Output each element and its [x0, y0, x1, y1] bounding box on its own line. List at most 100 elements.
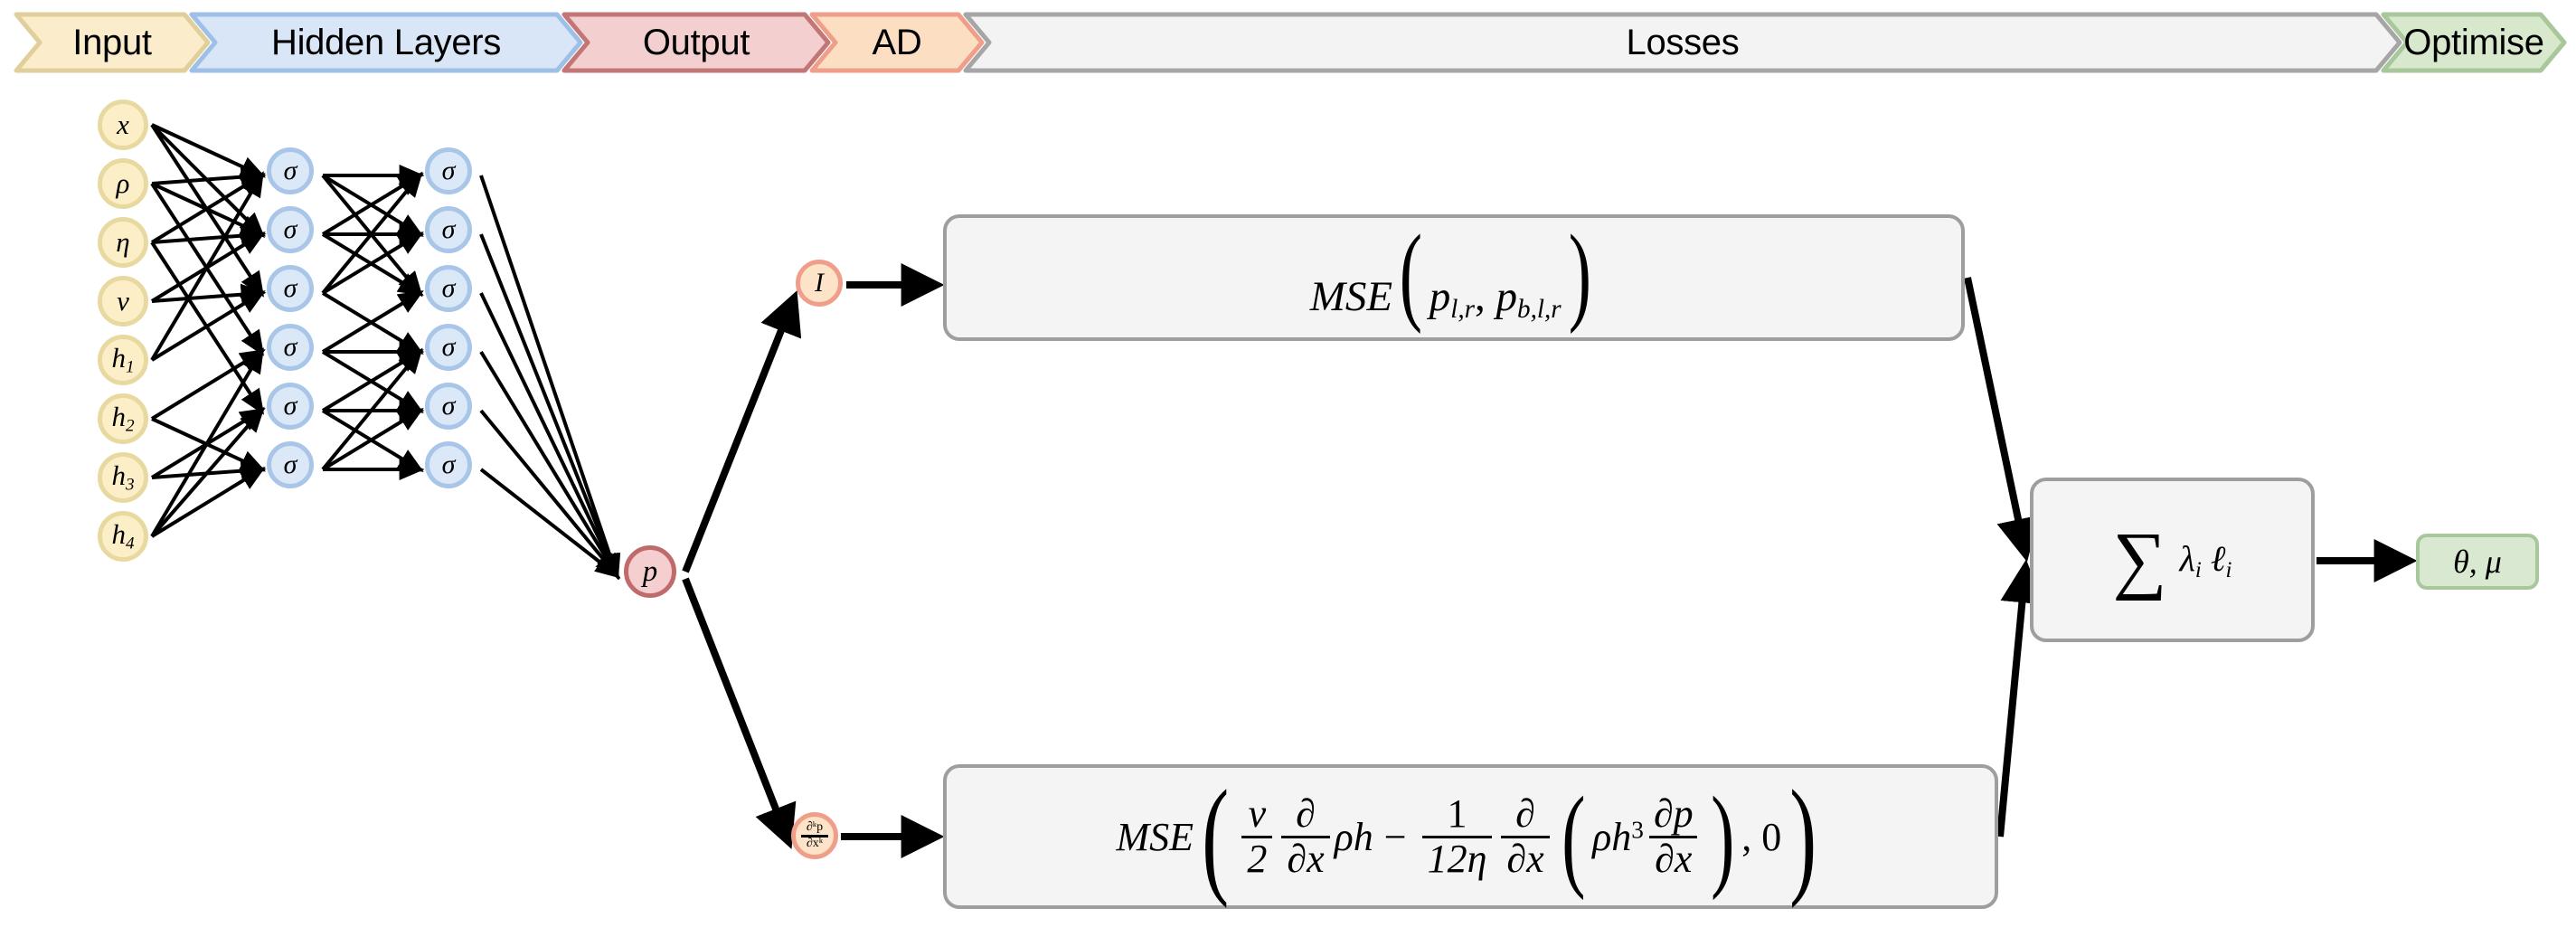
hidden-node-activation-label: σ	[283, 156, 297, 185]
hidden-node-activation-label: σ	[441, 156, 456, 185]
loss-box-data[interactable]: MSE(pl,r, pb,l,r)	[943, 214, 1965, 341]
banner-chevron-shape	[561, 12, 831, 73]
ad-node-derivative[interactable]: ∂ᵏp ∂xᵏ	[791, 812, 838, 859]
one-over-twelve-eta-fraction: 1 12η	[1421, 793, 1493, 879]
output-node-label: p	[642, 554, 658, 588]
hidden-node-l2-3[interactable]: σ	[425, 265, 472, 312]
network-edge	[479, 233, 619, 581]
network-edge	[479, 350, 619, 580]
network-edge	[151, 224, 267, 247]
input-node-label: h3	[111, 459, 135, 495]
hidden-node-l2-2[interactable]: σ	[425, 206, 472, 253]
weighted-sum-expression: ∑ λi ℓi	[2112, 517, 2232, 602]
hidden-node-activation-label: σ	[283, 273, 297, 303]
banner-stage-input[interactable]: Input	[16, 13, 208, 72]
network-edge	[479, 175, 621, 581]
loss-box-physics[interactable]: MSE ( v 2 ∂ ∂x ρh − 1 12η ∂ ∂x ( ρh3	[943, 764, 1998, 909]
hidden-node-l1-5[interactable]: σ	[267, 383, 314, 430]
input-node-h4[interactable]: h4	[98, 511, 148, 562]
loss-data-expression: MSE(pl,r, pb,l,r)	[1309, 213, 1591, 336]
mse-fn-label: MSE	[1116, 814, 1194, 859]
hidden-node-activation-label: σ	[441, 332, 456, 362]
network-edge	[150, 406, 265, 538]
banner-stage-optimise[interactable]: Optimise	[2383, 13, 2564, 72]
optimise-output-box[interactable]: θ, μ	[2416, 534, 2539, 590]
input-node-label: v	[117, 285, 129, 317]
hidden-node-l1-1[interactable]: σ	[267, 147, 314, 194]
banner-stage-label: Hidden Layers	[270, 22, 502, 62]
pipeline-banner: Input Hidden Layers Output AD Losses Opt…	[14, 12, 2567, 73]
ddx-fraction-2: ∂ ∂x	[1501, 793, 1550, 879]
network-edge	[479, 292, 619, 581]
ddx-fraction-1: ∂ ∂x	[1281, 793, 1330, 879]
hidden-node-activation-label: σ	[283, 391, 297, 421]
network-edge	[682, 577, 797, 849]
rho-h-term: ρh	[1334, 814, 1373, 859]
banner-stage-losses[interactable]: Losses	[966, 13, 2400, 72]
minus-sign: −	[1383, 814, 1407, 859]
input-node-label: h4	[111, 518, 135, 554]
loss-physics-expression: MSE ( v 2 ∂ ∂x ρh − 1 12η ∂ ∂x ( ρh3	[1116, 763, 1817, 909]
network-edge	[1964, 277, 2040, 563]
network-edge	[151, 283, 267, 306]
hidden-node-l2-5[interactable]: σ	[425, 383, 472, 430]
input-node-h3[interactable]: h3	[98, 452, 148, 503]
input-node-eta[interactable]: η	[98, 217, 148, 268]
ad-derivative-denominator: ∂xᵏ	[800, 834, 829, 851]
hidden-node-l1-6[interactable]: σ	[267, 441, 314, 488]
network-edge	[321, 174, 424, 237]
ad-derivative-fraction: ∂ᵏp ∂xᵏ	[800, 819, 829, 851]
network-edge	[150, 347, 264, 538]
rho-h-cubed-term: ρh3	[1592, 814, 1644, 859]
banner-stage-label: Optimise	[2403, 22, 2544, 62]
banner-chevron-shape	[2381, 12, 2567, 73]
network-edge	[151, 166, 267, 188]
input-node-h1[interactable]: h1	[98, 335, 148, 385]
banner-chevron-shape	[963, 12, 2402, 73]
network-edge	[1996, 559, 2044, 838]
hidden-node-l2-4[interactable]: σ	[425, 324, 472, 371]
dpdx-fraction: ∂p ∂x	[1648, 793, 1699, 879]
network-edge	[479, 468, 621, 579]
ad-node-label: I	[815, 268, 824, 298]
input-node-rho[interactable]: ρ	[98, 158, 148, 209]
hidden-node-activation-label: σ	[283, 450, 297, 479]
hidden-node-l1-3[interactable]: σ	[267, 265, 314, 312]
banner-stage-ad[interactable]: AD	[812, 13, 982, 72]
input-node-h2[interactable]: h2	[98, 393, 148, 444]
weighted-sum-box[interactable]: ∑ λi ℓi	[2030, 478, 2315, 642]
output-node-p[interactable]: p	[624, 545, 676, 598]
network-edge	[479, 409, 620, 580]
ad-derivative-numerator: ∂ᵏp	[806, 819, 824, 834]
hidden-node-l1-4[interactable]: σ	[267, 324, 314, 371]
residual-target: 0	[1761, 814, 1782, 859]
banner-stage-output[interactable]: Output	[564, 13, 828, 72]
input-node-x[interactable]: x	[98, 99, 148, 150]
network-edge	[150, 467, 266, 538]
banner-shapes	[14, 12, 2567, 73]
input-node-label: h2	[111, 401, 135, 436]
hidden-node-l1-2[interactable]: σ	[267, 206, 314, 253]
hidden-node-activation-label: σ	[441, 450, 456, 479]
banner-stage-label: Input	[72, 22, 152, 62]
hidden-node-activation-label: σ	[441, 273, 456, 303]
banner-stage-hidden-layers[interactable]: Hidden Layers	[192, 13, 580, 72]
hidden-node-activation-label: σ	[283, 214, 297, 244]
network-edge	[321, 232, 424, 296]
ad-node-integral[interactable]: I	[796, 260, 843, 307]
mse-fn-label: MSE	[1309, 273, 1393, 321]
input-node-v[interactable]: v	[98, 276, 148, 327]
network-edge	[150, 290, 266, 362]
hidden-node-l2-1[interactable]: σ	[425, 147, 472, 194]
banner-chevron-shape	[189, 12, 583, 73]
hidden-node-l2-6[interactable]: σ	[425, 441, 472, 488]
hidden-node-activation-label: σ	[283, 332, 297, 362]
input-node-label: x	[117, 109, 129, 140]
optimise-output-label: θ, μ	[2453, 544, 2502, 580]
network-edge	[150, 171, 264, 362]
banner-stage-label: AD	[872, 22, 922, 62]
velocity-half-fraction: v 2	[1241, 793, 1273, 879]
banner-stage-label: Output	[642, 22, 750, 62]
